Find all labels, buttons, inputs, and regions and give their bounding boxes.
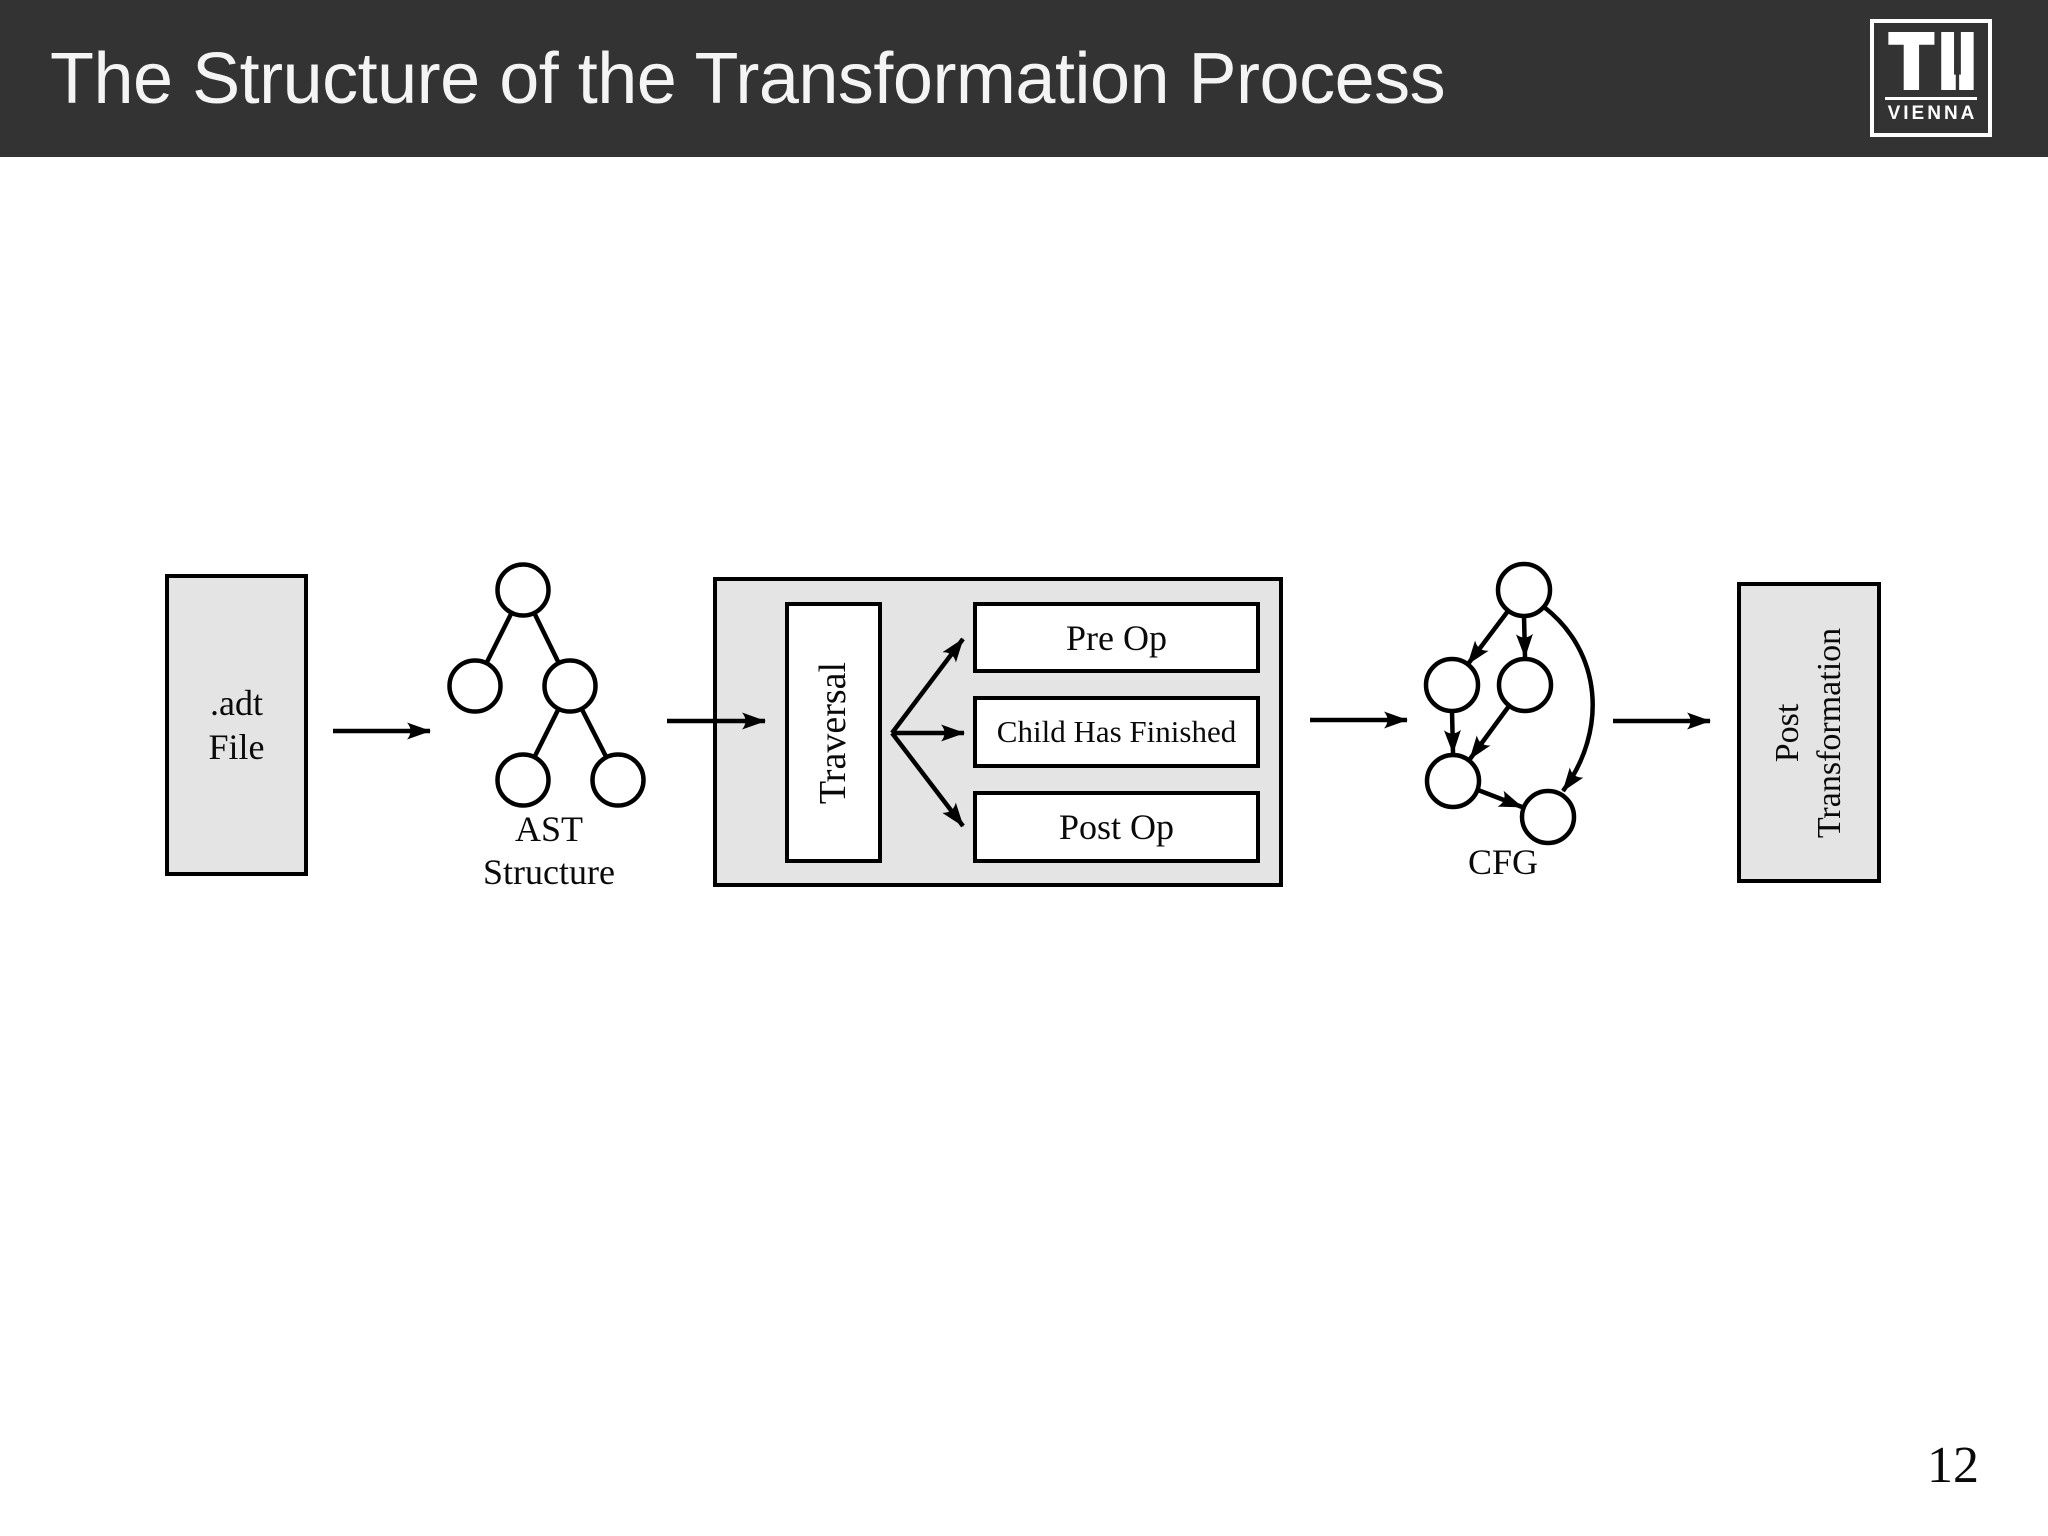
logo-city-label: VIENNA bbox=[1887, 103, 1978, 124]
post-op-box: Post Op bbox=[973, 791, 1260, 863]
cfg-nodes bbox=[1423, 561, 1577, 846]
traversal-box: Traversal bbox=[785, 602, 882, 863]
cfg-graph bbox=[1423, 561, 1595, 846]
child-has-finished-box: Child Has Finished bbox=[973, 696, 1260, 768]
ast-nodes bbox=[447, 562, 646, 808]
pre-op-label: Pre Op bbox=[1066, 617, 1167, 658]
ast-edges bbox=[472, 588, 621, 782]
ast-node bbox=[447, 658, 503, 714]
ast-node bbox=[495, 752, 551, 808]
adt-file-box: .adt File bbox=[165, 574, 308, 876]
ast-tree bbox=[447, 562, 646, 808]
title-bar: The Structure of the Transformation Proc… bbox=[0, 0, 2048, 157]
cfg-edges bbox=[1443, 605, 1595, 810]
tu-glyph-icon bbox=[1888, 32, 1974, 90]
logo-divider bbox=[1885, 97, 1977, 100]
adt-file-label: .adt File bbox=[208, 683, 265, 767]
slide-title: The Structure of the Transformation Proc… bbox=[50, 38, 1446, 119]
cfg-node bbox=[1423, 656, 1481, 714]
post-transformation-box: Post Transformation bbox=[1737, 582, 1881, 883]
ast-node bbox=[542, 658, 598, 714]
pre-op-box: Pre Op bbox=[973, 602, 1260, 673]
child-has-finished-label: Child Has Finished bbox=[996, 714, 1237, 749]
post-op-label: Post Op bbox=[1058, 807, 1175, 847]
cfg-label: CFG bbox=[1467, 842, 1539, 882]
post-transformation-label: Post Transformation bbox=[1769, 627, 1849, 838]
ast-node-root bbox=[495, 562, 551, 618]
ast-node bbox=[590, 752, 646, 808]
cfg-node-exit bbox=[1519, 788, 1577, 846]
page-number: 12 bbox=[1927, 1437, 1979, 1494]
cfg-node bbox=[1496, 656, 1554, 714]
traversal-label: Traversal bbox=[812, 661, 855, 804]
tu-vienna-logo: VIENNA bbox=[1870, 19, 1992, 137]
ast-structure-label: AST Structure bbox=[483, 809, 615, 892]
cfg-node bbox=[1424, 752, 1482, 810]
cfg-node-entry bbox=[1495, 561, 1553, 619]
